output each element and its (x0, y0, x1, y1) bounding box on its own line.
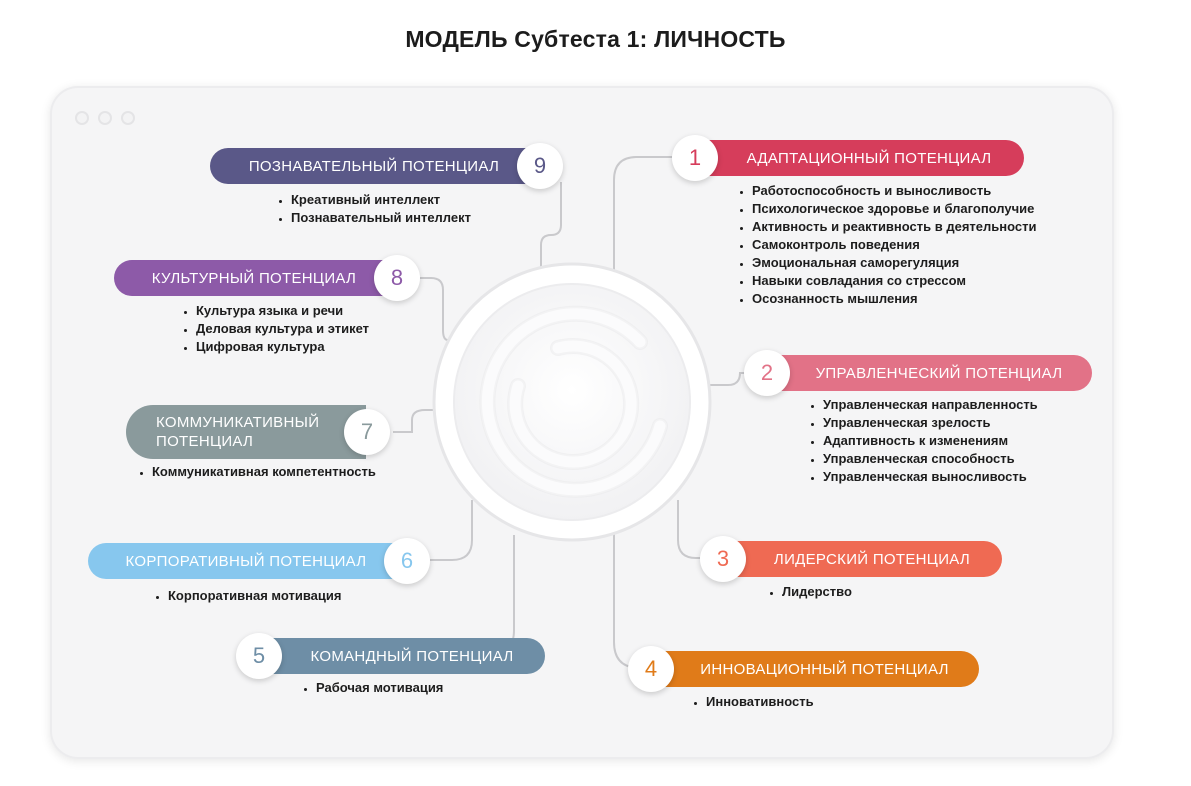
list-item: Инновативность (706, 693, 814, 711)
list-item: Корпоративная мотивация (168, 587, 341, 605)
pill-label-line2: ПОТЕНЦИАЛ (156, 433, 254, 450)
list-communicative: Коммуникативная компетентность (130, 463, 376, 481)
window-dot-icon (75, 111, 89, 125)
pill-communicative: КОММУНИКАТИВНЫЙ ПОТЕНЦИАЛ (126, 405, 366, 459)
list-item: Психологическое здоровье и благополучие (752, 200, 1036, 218)
number-badge-7: 7 (344, 409, 390, 455)
list-team: Рабочая мотивация (294, 679, 443, 697)
pill-label: КУЛЬТУРНЫЙ ПОТЕНЦИАЛ (151, 269, 357, 287)
page-title: МОДЕЛЬ Субтеста 1: ЛИЧНОСТЬ (405, 26, 786, 52)
list-cognitive: Креативный интеллект Познавательный инте… (269, 191, 471, 227)
list-item: Адаптивность к изменениям (823, 432, 1038, 450)
pill-label: КОРПОРАТИВНЫЙ ПОТЕНЦИАЛ (125, 552, 367, 570)
list-adaptation: Работоспособность и выносливость Психоло… (730, 182, 1036, 308)
number-badge-9: 9 (517, 143, 563, 189)
number-badge-4: 4 (628, 646, 674, 692)
number-badge-8: 8 (374, 255, 420, 301)
pill-label: ПОЗНАВАТЕЛЬНЫЙ ПОТЕНЦИАЛ (248, 157, 500, 175)
list-item: Работоспособность и выносливость (752, 182, 1036, 200)
pill-innovation: ИННОВАЦИОННЫЙ ПОТЕНЦИАЛ (650, 651, 979, 687)
list-item: Активность и реактивность в деятельности (752, 218, 1036, 236)
list-item: Управленческая выносливость (823, 468, 1038, 486)
pill-team: КОМАНДНЫЙ ПОТЕНЦИАЛ (259, 638, 545, 674)
pill-corporate: КОРПОРАТИВНЫЙ ПОТЕНЦИАЛ (88, 543, 406, 579)
number-badge-6: 6 (384, 538, 430, 584)
list-item: Самоконтроль поведения (752, 236, 1036, 254)
pill-label: ЛИДЕРСКИЙ ПОТЕНЦИАЛ (773, 550, 971, 568)
number-badge-1: 1 (672, 135, 718, 181)
list-item: Эмоциональная саморегуляция (752, 254, 1036, 272)
window-dot-icon (98, 111, 112, 125)
list-item: Управленческая направленность (823, 396, 1038, 414)
pill-label: КОММУНИКАТИВНЫЙ ПОТЕНЦИАЛ (156, 413, 319, 451)
pill-label-line1: КОММУНИКАТИВНЫЙ (156, 414, 320, 431)
pill-label: КОМАНДНЫЙ ПОТЕНЦИАЛ (310, 647, 514, 665)
pill-cultural: КУЛЬТУРНЫЙ ПОТЕНЦИАЛ (114, 260, 396, 296)
list-item: Лидерство (782, 583, 852, 601)
list-corporate: Корпоративная мотивация (146, 587, 341, 605)
list-management: Управленческая направленность Управленче… (801, 396, 1038, 486)
pill-label: АДАПТАЦИОННЫЙ ПОТЕНЦИАЛ (746, 149, 992, 167)
pill-adaptation: АДАПТАЦИОННЫЙ ПОТЕНЦИАЛ (694, 140, 1024, 176)
list-leadership: Лидерство (760, 583, 852, 601)
list-cultural: Культура языка и речи Деловая культура и… (174, 302, 369, 356)
list-item: Осознанность мышления (752, 290, 1036, 308)
pill-label: УПРАВЛЕНЧЕСКИЙ ПОТЕНЦИАЛ (815, 364, 1063, 382)
list-item: Коммуникативная компетентность (152, 463, 376, 481)
window-dot-icon (121, 111, 135, 125)
list-item: Управленческая способность (823, 450, 1038, 468)
pill-leadership: ЛИДЕРСКИЙ ПОТЕНЦИАЛ (722, 541, 1002, 577)
number-badge-2: 2 (744, 350, 790, 396)
number-badge-5: 5 (236, 633, 282, 679)
list-item: Навыки совладания со стрессом (752, 272, 1036, 290)
pill-label: ИННОВАЦИОННЫЙ ПОТЕНЦИАЛ (700, 660, 949, 678)
pill-cognitive: ПОЗНАВАТЕЛЬНЫЙ ПОТЕНЦИАЛ (210, 148, 540, 184)
number-badge-3: 3 (700, 536, 746, 582)
list-item: Управленческая зрелость (823, 414, 1038, 432)
list-item: Рабочая мотивация (316, 679, 443, 697)
list-innovation: Инновативность (684, 693, 814, 711)
list-item: Познавательный интеллект (291, 209, 471, 227)
list-item: Цифровая культура (196, 338, 369, 356)
list-item: Деловая культура и этикет (196, 320, 369, 338)
list-item: Креативный интеллект (291, 191, 471, 209)
list-item: Культура языка и речи (196, 302, 369, 320)
pill-management: УПРАВЛЕНЧЕСКИЙ ПОТЕНЦИАЛ (766, 355, 1092, 391)
